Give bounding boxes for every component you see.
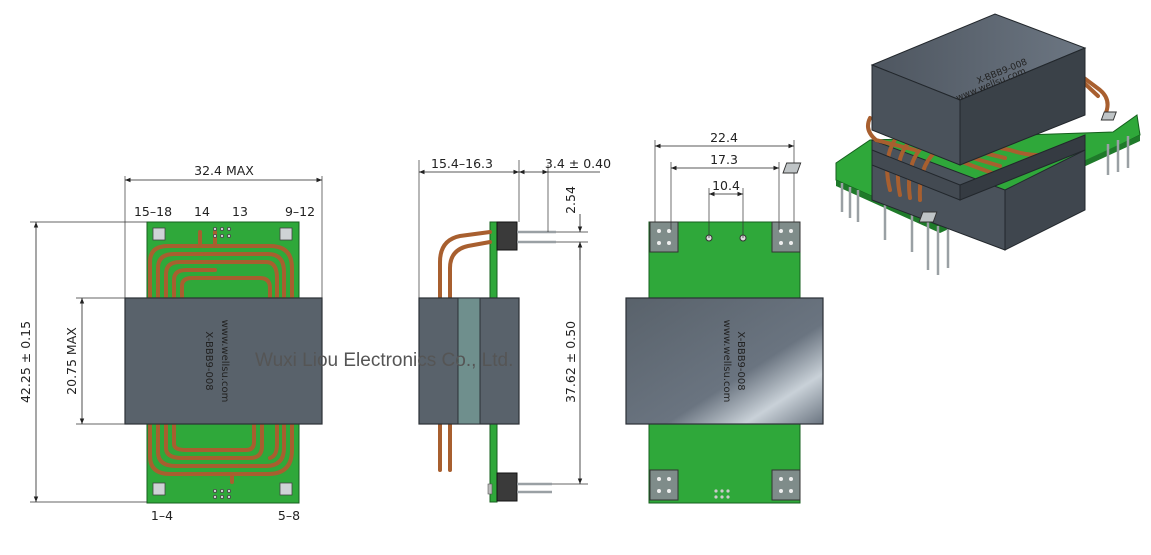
watermark-text: Wuxi Liou Electronics Co., Ltd. (255, 350, 514, 371)
front-core-part-number: X-BBB9-008 (203, 331, 214, 390)
front-core-website: www.wellsu.com (219, 320, 230, 403)
back-core-part-number: X-BBB9-008 (735, 331, 746, 390)
back-inner-label: 10.4 (712, 178, 740, 193)
side-header-top (496, 221, 518, 251)
side-pin-pitch-label: 2.54 (563, 186, 578, 214)
pin-label-9-12: 9–12 (285, 204, 315, 219)
pin-label-14: 14 (194, 204, 210, 219)
front-top-coil (148, 230, 294, 302)
side-header-bottom (496, 472, 518, 502)
iso-pins (840, 136, 1130, 275)
pin-label-15-18: 15–18 (134, 204, 172, 219)
side-view: 15.4–16.3 3.4 ± 0.40 2.54 37.62 ± 0.50 (418, 156, 611, 503)
back-view: X-BBB9-008 www.wellsu.com 22.4 17.3 10.4 (625, 130, 824, 504)
side-pin-offset-label: 3.4 ± 0.40 (545, 156, 611, 171)
front-bottom-coil (148, 422, 294, 484)
back-outer-label: 22.4 (710, 130, 738, 145)
back-middle-label: 17.3 (710, 152, 738, 167)
front-width-label: 32.4 MAX (194, 163, 254, 178)
back-pads (649, 221, 801, 501)
front-view: X-BBB9-008 www.wellsu.com 32.4 MAX 42.25… (18, 163, 323, 523)
side-depth-label: 15.4–16.3 (431, 156, 493, 171)
front-pads (152, 226, 293, 499)
pin-label-1-4: 1–4 (151, 508, 173, 523)
side-pin-span-label: 37.62 ± 0.50 (563, 321, 578, 403)
front-core-height-label: 20.75 MAX (64, 327, 79, 395)
side-core-gap (457, 297, 481, 425)
isometric-view: X-BBB9-008 www.wellsu.com (782, 13, 1141, 275)
front-height-label: 42.25 ± 0.15 (18, 321, 33, 403)
pin-label-13: 13 (232, 204, 248, 219)
pin-label-5-8: 5–8 (278, 508, 300, 523)
back-core (625, 297, 824, 425)
back-core-website: www.wellsu.com (721, 320, 732, 403)
front-core (124, 297, 323, 425)
